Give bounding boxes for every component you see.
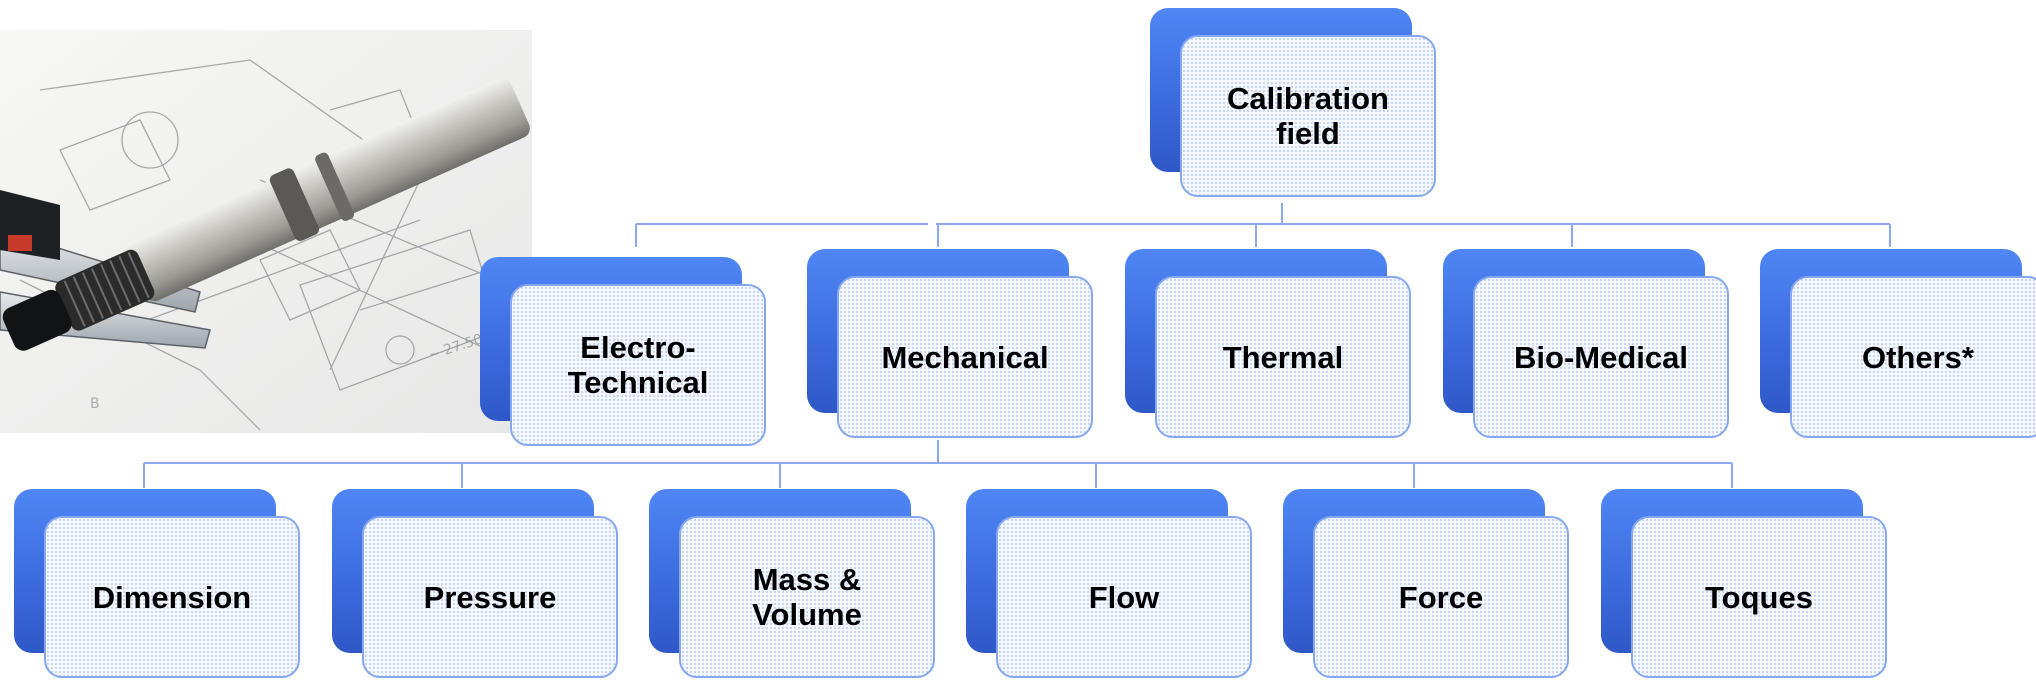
node-box: Mechanical bbox=[837, 276, 1093, 438]
node-label: Bio-Medical bbox=[1514, 339, 1688, 375]
node-box: Toques bbox=[1631, 516, 1887, 678]
node-mass-volume: Mass & Volume bbox=[649, 489, 935, 678]
node-mechanical: Mechanical bbox=[807, 249, 1093, 438]
node-calibration-field: Calibration field bbox=[1150, 8, 1436, 197]
node-force: Force bbox=[1283, 489, 1569, 678]
node-box: Mass & Volume bbox=[679, 516, 935, 678]
node-box: Force bbox=[1313, 516, 1569, 678]
node-box: Flow bbox=[996, 516, 1252, 678]
node-box: Thermal bbox=[1155, 276, 1411, 438]
node-label: Force bbox=[1398, 579, 1484, 615]
node-box: Pressure bbox=[362, 516, 618, 678]
node-box: Bio-Medical bbox=[1473, 276, 1729, 438]
node-label: Others* bbox=[1862, 339, 1974, 375]
caliper-blueprint-photo: ~ 27.50 B bbox=[0, 30, 532, 433]
node-label: Mass & Volume bbox=[752, 562, 862, 632]
node-others: Others* bbox=[1760, 249, 2036, 438]
node-thermal: Thermal bbox=[1125, 249, 1411, 438]
svg-text:B: B bbox=[90, 396, 100, 412]
node-box: Dimension bbox=[44, 516, 300, 678]
node-label: Pressure bbox=[423, 579, 557, 615]
node-label: Calibration field bbox=[1227, 81, 1389, 151]
node-label: Mechanical bbox=[881, 339, 1049, 375]
node-label: Toques bbox=[1705, 579, 1813, 615]
node-label: Dimension bbox=[92, 579, 252, 615]
node-label: Thermal bbox=[1222, 339, 1344, 375]
node-electro-technical: Electro- Technical bbox=[480, 257, 766, 446]
node-dimension: Dimension bbox=[14, 489, 300, 678]
node-flow: Flow bbox=[966, 489, 1252, 678]
node-label: Flow bbox=[1088, 579, 1160, 615]
node-box: Calibration field bbox=[1180, 35, 1436, 197]
node-box: Others* bbox=[1790, 276, 2036, 438]
node-pressure: Pressure bbox=[332, 489, 618, 678]
node-bio-medical: Bio-Medical bbox=[1443, 249, 1729, 438]
node-box: Electro- Technical bbox=[510, 284, 766, 446]
node-toques: Toques bbox=[1601, 489, 1887, 678]
node-label: Electro- Technical bbox=[567, 330, 709, 400]
